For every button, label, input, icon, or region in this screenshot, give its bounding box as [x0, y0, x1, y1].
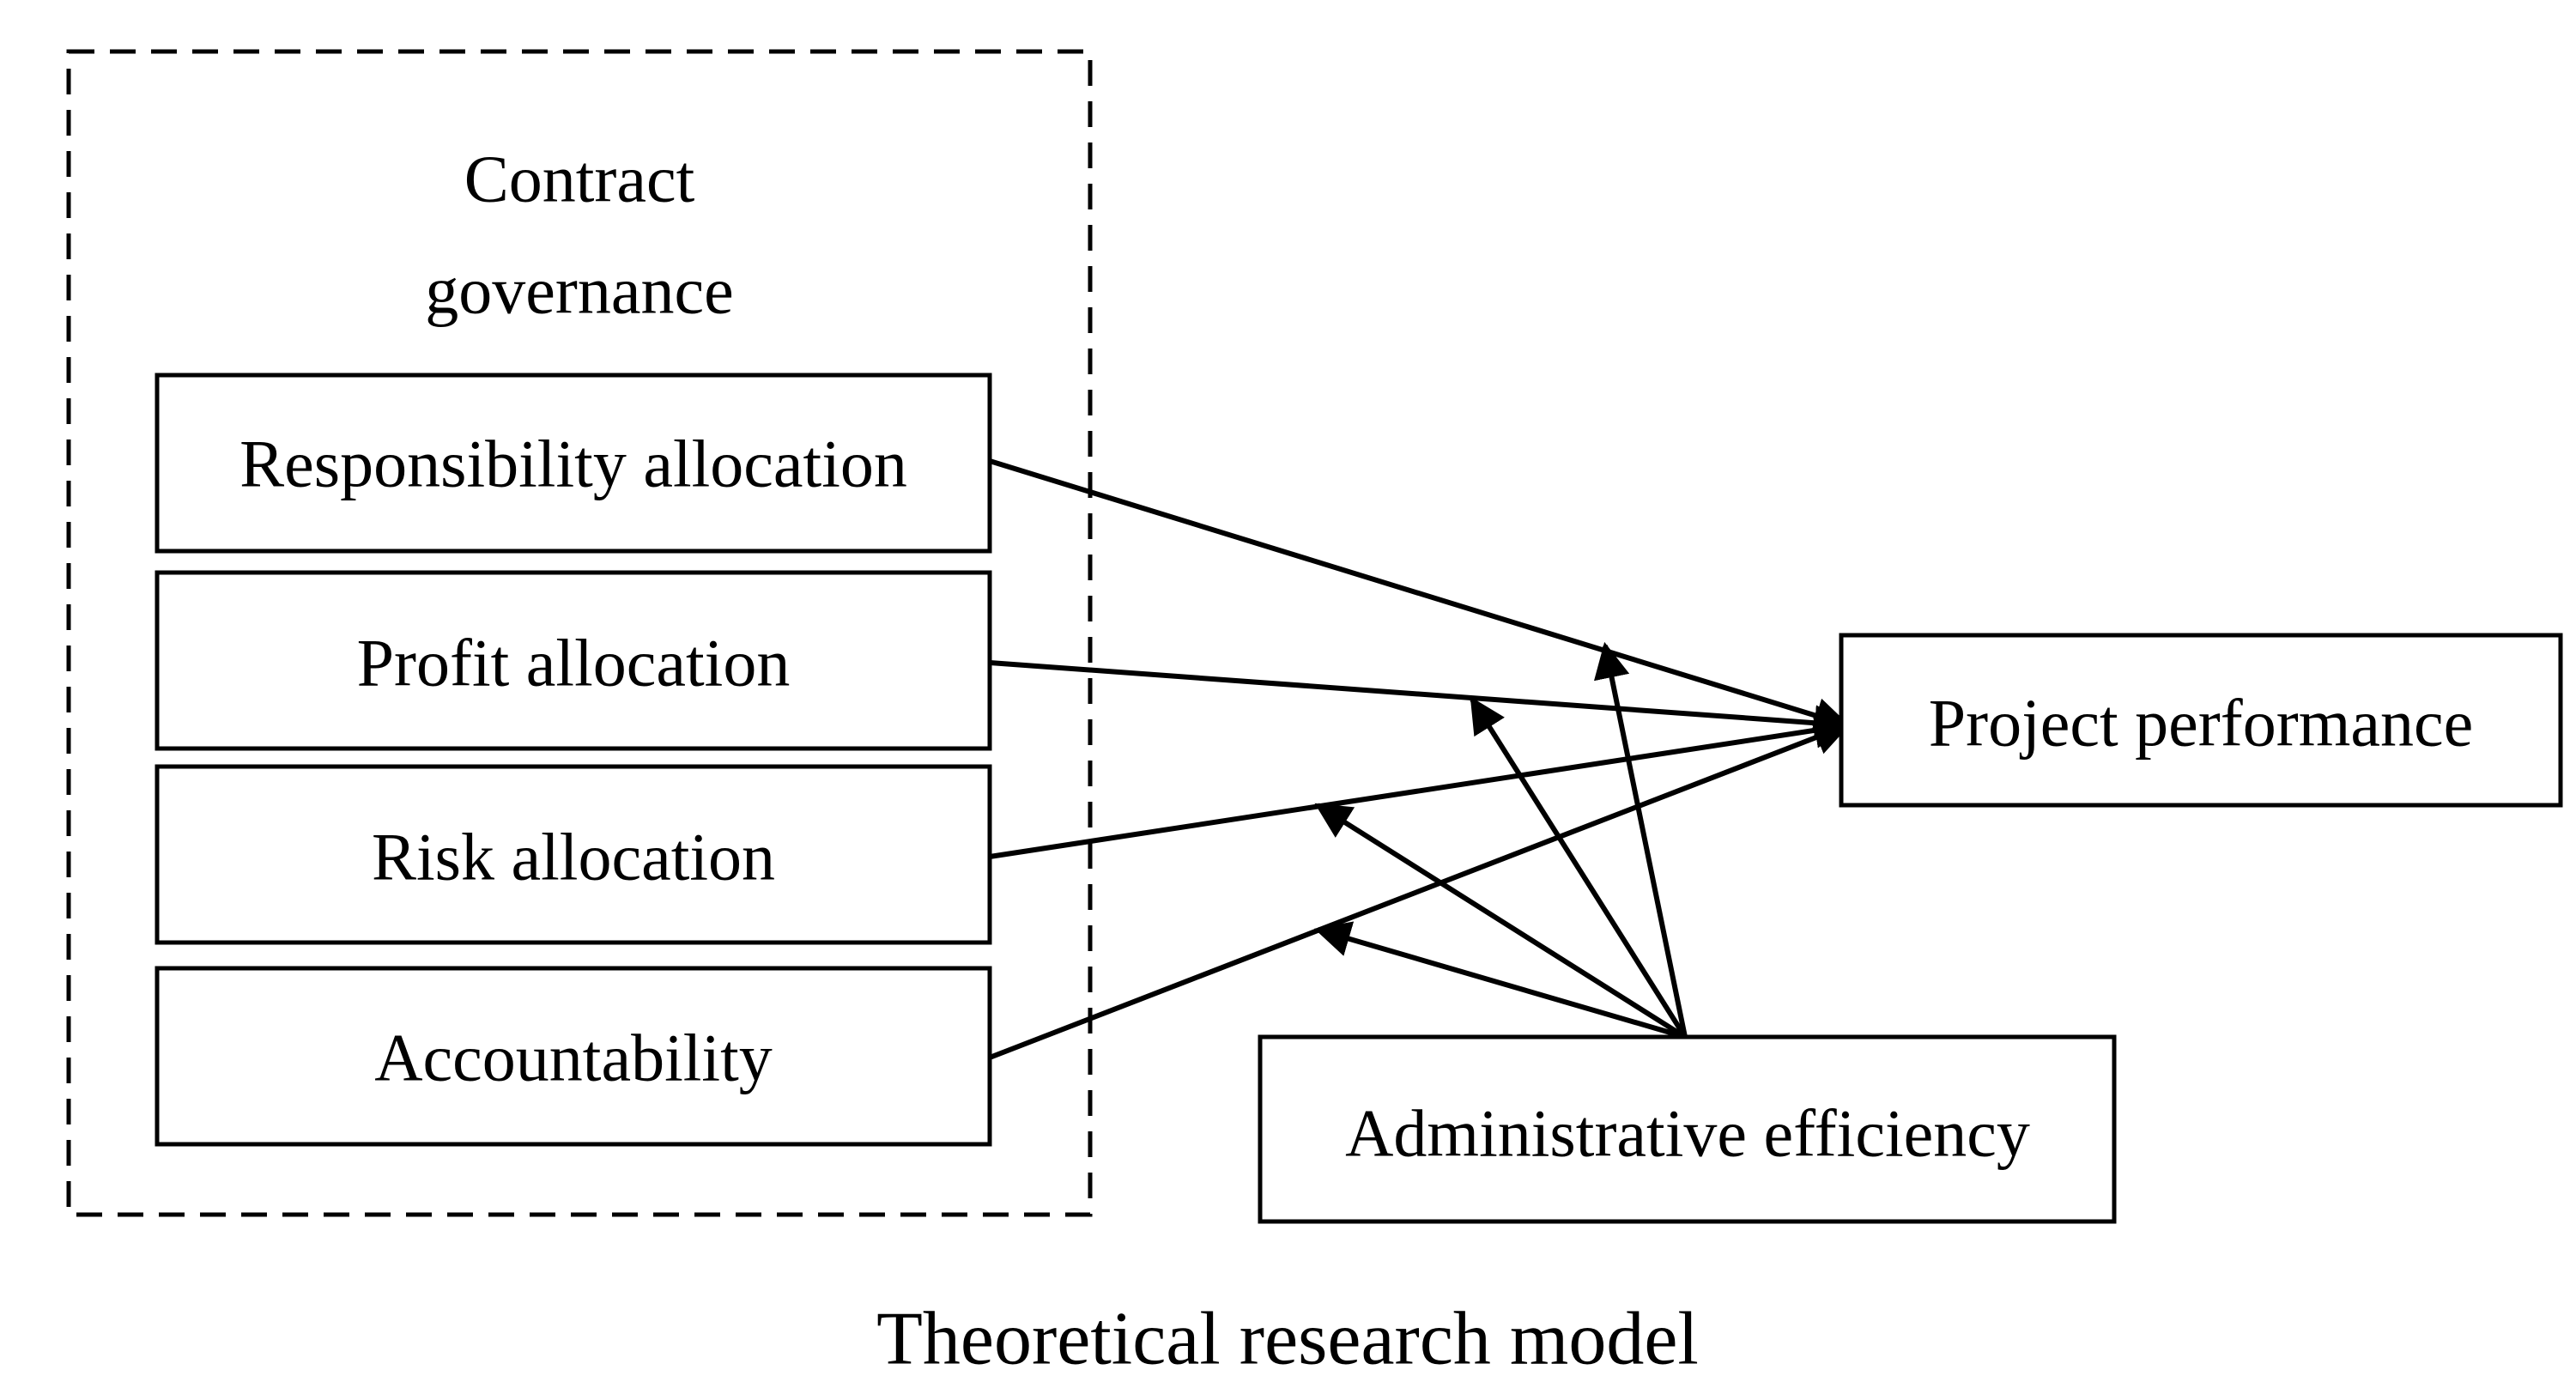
contract-governance-title-line2: governance: [425, 253, 733, 328]
contract-governance-group: Contract governance: [66, 49, 1093, 1217]
node-responsibility-allocation-label: Responsibility allocation: [239, 427, 907, 501]
edge-accountability-to-performance: [988, 720, 1851, 1060]
node-administrative-efficiency-label: Administrative efficiency: [1345, 1096, 2030, 1171]
contract-governance-border: [66, 49, 1093, 1217]
edge-efficiency-moderates-responsibility: [1593, 641, 1688, 1038]
node-risk-allocation-label: Risk allocation: [372, 820, 775, 894]
node-responsibility-allocation: Responsibility allocation: [155, 373, 992, 554]
node-risk-allocation: Risk allocation: [155, 764, 992, 945]
node-project-performance: Project performance: [1839, 633, 2563, 808]
node-accountability: Accountability: [155, 966, 992, 1147]
edge-responsibility-to-performance: [989, 458, 1852, 733]
node-accountability-label: Accountability: [374, 1021, 773, 1095]
figure-caption: Theoretical research model: [876, 1298, 1699, 1381]
edge-risk-to-performance: [989, 712, 1852, 859]
node-administrative-efficiency: Administrative efficiency: [1258, 1034, 2117, 1224]
contract-governance-title-line1: Contract: [464, 142, 695, 216]
node-profit-allocation: Profit allocation: [155, 570, 992, 751]
node-project-performance-label: Project performance: [1929, 686, 2474, 761]
edge-efficiency-moderates-profit: [1470, 696, 1688, 1039]
edge-profit-to-performance: [989, 660, 1852, 742]
edge-efficiency-moderates-risk: [1314, 803, 1687, 1040]
edge-efficiency-moderates-accountability: [1313, 921, 1686, 1040]
node-profit-allocation-label: Profit allocation: [357, 626, 791, 700]
